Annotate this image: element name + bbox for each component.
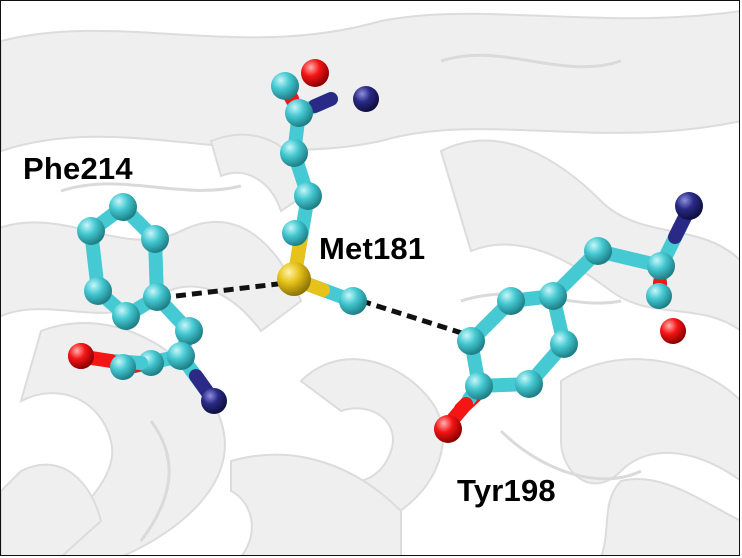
residue-label-met181: Met181 [319,231,426,266]
oxygen-atom [434,415,462,443]
nitrogen-atom [675,192,703,220]
carbon-atom [647,252,675,280]
carbon-atom [339,287,367,315]
carbon-atom [138,350,164,376]
carbon-atom [280,139,308,167]
carbon-atom [271,72,299,100]
carbon-atom [584,237,612,265]
carbon-atom [539,282,567,310]
carbon-atom [294,182,322,210]
carbon-atom [141,225,169,253]
carbon-atom [646,283,672,309]
carbon-atom [550,330,578,358]
nitrogen-atom [201,388,227,414]
carbon-atom [84,277,112,305]
carbon-atom [515,370,543,398]
residue-label-tyr198: Tyr198 [457,473,556,508]
carbon-atom [77,217,105,245]
ribbon-outline-details [60,53,642,542]
atoms [68,59,703,443]
carbon-atom [109,193,137,221]
phe-carbonyl-atoms [68,343,136,380]
nitrogen-atom [353,86,379,112]
carbon-atom [110,354,136,380]
carbon-atom [143,283,171,311]
residue-label-phe214: Phe214 [23,151,133,186]
carbon-atom [112,302,140,330]
carbon-atom [282,220,308,246]
carbon-atom [497,287,525,315]
oxygen-atom [301,59,329,87]
carbon-atom [457,327,485,355]
carbon-atom [167,342,195,370]
carbon-atom [285,99,313,127]
interaction-line-phe-met [175,280,287,299]
carbon-atom [465,372,493,400]
sulfur-atom [277,262,311,296]
carbon-atom [175,317,203,345]
oxygen-atom [68,343,94,369]
oxygen-atom [660,318,686,344]
